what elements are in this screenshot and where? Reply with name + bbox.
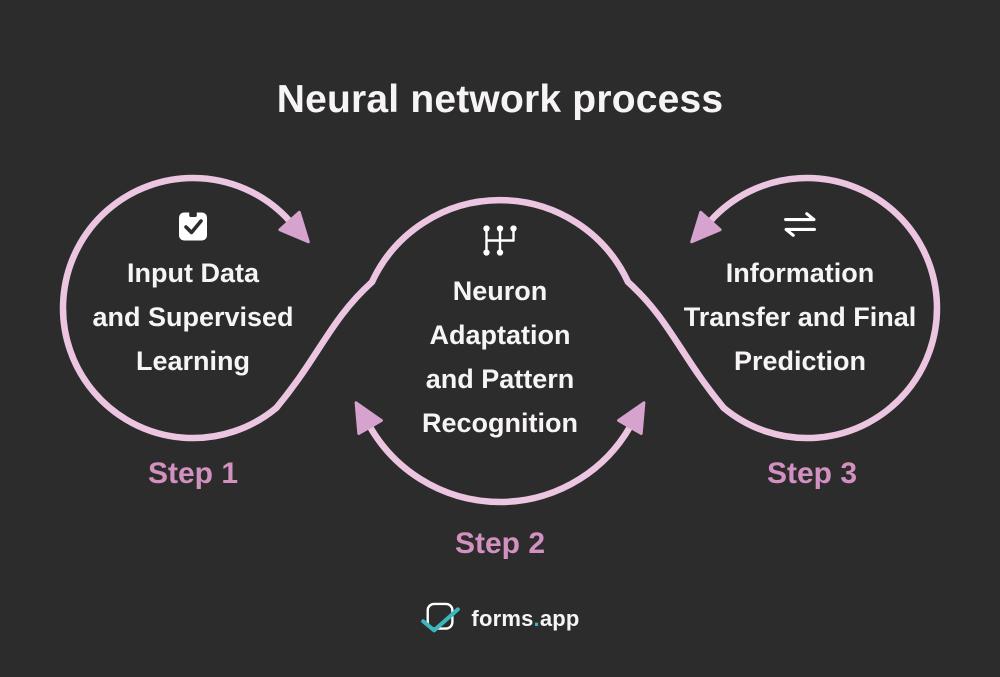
step-3-line: Information xyxy=(725,258,875,288)
step-3-line: Prediction xyxy=(733,346,867,376)
arrowhead-smile-right xyxy=(617,401,646,435)
step-2-text: Neuron Adaptation and Pattern Recognitio… xyxy=(422,269,578,445)
brand-name: forms xyxy=(471,605,534,631)
flow-s-curve-dome xyxy=(273,196,727,411)
brand-footer: forms.app xyxy=(420,600,579,637)
brand-tld: app xyxy=(539,605,580,631)
step-1-label: Step 1 xyxy=(147,457,239,490)
step-1-line: Input Data xyxy=(126,258,259,288)
step-1-line: Learning xyxy=(135,346,251,376)
step-2-line: Adaptation xyxy=(429,320,571,350)
flow-smile-arc xyxy=(366,423,634,506)
step-2-label: Step 2 xyxy=(454,527,546,560)
step-3-text: Information Transfer and Final Predictio… xyxy=(684,251,917,383)
forms-app-check-logo xyxy=(420,600,462,637)
flow-loop-right xyxy=(707,174,941,442)
step-3-label: Step 3 xyxy=(766,457,858,490)
task-check-icon xyxy=(176,208,210,249)
brand-wordmark: forms.app xyxy=(471,606,579,632)
step-2-line: and Pattern xyxy=(425,364,575,394)
step-1-text: Input Data and Supervised Learning xyxy=(92,251,293,383)
arrowhead-smile-left xyxy=(354,401,383,435)
brand-dot: . xyxy=(533,605,540,631)
transfer-arrows-icon xyxy=(782,211,818,243)
step-2-line: Neuron xyxy=(452,276,548,306)
arrowhead-right-loop xyxy=(690,210,722,244)
step-3-line: Transfer and Final xyxy=(683,302,917,332)
gearbox-nodes-icon xyxy=(482,224,518,262)
page-title: Neural network process xyxy=(276,78,724,121)
step-1-line: and Supervised xyxy=(92,302,294,332)
flow-loop-left xyxy=(59,174,293,442)
step-2-line: Recognition xyxy=(422,408,578,438)
arrowhead-left-loop xyxy=(278,210,310,244)
